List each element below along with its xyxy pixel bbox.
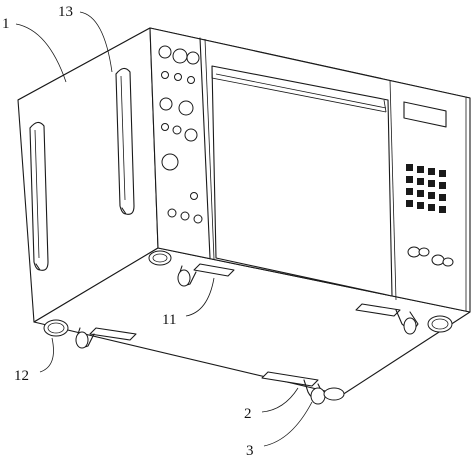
label-11: 11 bbox=[162, 312, 176, 328]
keypad bbox=[406, 164, 446, 213]
port-column bbox=[158, 45, 203, 224]
leader-12 bbox=[39, 337, 54, 373]
port-hole bbox=[172, 48, 188, 64]
foot-pad bbox=[148, 250, 172, 266]
label-3: 3 bbox=[246, 443, 254, 459]
key bbox=[439, 194, 446, 201]
label-12: 12 bbox=[14, 368, 29, 384]
key bbox=[417, 178, 424, 185]
caster-front-left bbox=[43, 319, 69, 337]
caster-rear-center bbox=[177, 263, 235, 287]
key bbox=[439, 182, 446, 189]
panel-divider bbox=[199, 37, 211, 259]
foot-pad bbox=[427, 315, 453, 333]
key bbox=[417, 190, 424, 197]
port-hole bbox=[161, 153, 179, 171]
key bbox=[417, 166, 424, 173]
leader-11 bbox=[185, 277, 215, 317]
key bbox=[417, 202, 424, 209]
knobs bbox=[407, 246, 454, 267]
key bbox=[439, 170, 446, 177]
port-hole bbox=[161, 123, 169, 131]
side-handle-upper bbox=[115, 67, 135, 215]
caster-wheel bbox=[310, 387, 326, 405]
label-2: 2 bbox=[244, 406, 252, 422]
caster-wheel bbox=[177, 269, 191, 287]
key bbox=[428, 180, 435, 187]
caster-wheel bbox=[75, 331, 89, 349]
knob bbox=[407, 246, 421, 258]
support-plate bbox=[355, 303, 401, 317]
leader-1 bbox=[15, 23, 67, 83]
port-hole bbox=[161, 71, 169, 79]
caster-rear-left bbox=[148, 250, 172, 266]
foot-pad bbox=[323, 387, 345, 401]
caster-front-right bbox=[261, 371, 345, 405]
key bbox=[406, 188, 413, 195]
port-hole bbox=[174, 73, 182, 81]
control-panel bbox=[403, 101, 454, 267]
label-1: 1 bbox=[2, 16, 10, 32]
port-hole bbox=[167, 208, 177, 218]
key bbox=[406, 200, 413, 207]
label-13: 13 bbox=[58, 4, 73, 20]
knob bbox=[442, 257, 454, 267]
port-hole bbox=[158, 45, 172, 59]
support-plate bbox=[261, 371, 319, 387]
leader-2 bbox=[261, 387, 299, 413]
key bbox=[428, 204, 435, 211]
port-hole bbox=[178, 100, 194, 116]
port-hole bbox=[159, 97, 173, 111]
leader-13 bbox=[79, 11, 113, 73]
port-hole bbox=[193, 214, 203, 224]
caster-front-center-left bbox=[75, 327, 137, 349]
caster-wheel bbox=[403, 317, 417, 335]
foot-pad bbox=[43, 319, 69, 337]
side-handle-lower bbox=[29, 121, 49, 271]
support-plate bbox=[193, 263, 235, 277]
key bbox=[428, 168, 435, 175]
port-hole bbox=[186, 51, 200, 65]
port-hole bbox=[187, 76, 195, 84]
key bbox=[439, 206, 446, 213]
knob bbox=[418, 247, 430, 257]
key bbox=[406, 164, 413, 171]
port-hole bbox=[172, 125, 182, 135]
port-hole bbox=[184, 128, 198, 142]
window-frame bbox=[211, 65, 393, 297]
caster-right-rear bbox=[355, 303, 453, 335]
key bbox=[428, 192, 435, 199]
door-window bbox=[211, 65, 393, 297]
display-screen bbox=[403, 101, 447, 128]
leader-lines bbox=[15, 11, 313, 447]
support-plate bbox=[89, 327, 137, 341]
port-hole bbox=[180, 211, 190, 221]
key bbox=[406, 176, 413, 183]
leader-3 bbox=[263, 401, 313, 447]
knob bbox=[431, 254, 445, 266]
port-hole bbox=[190, 192, 198, 200]
